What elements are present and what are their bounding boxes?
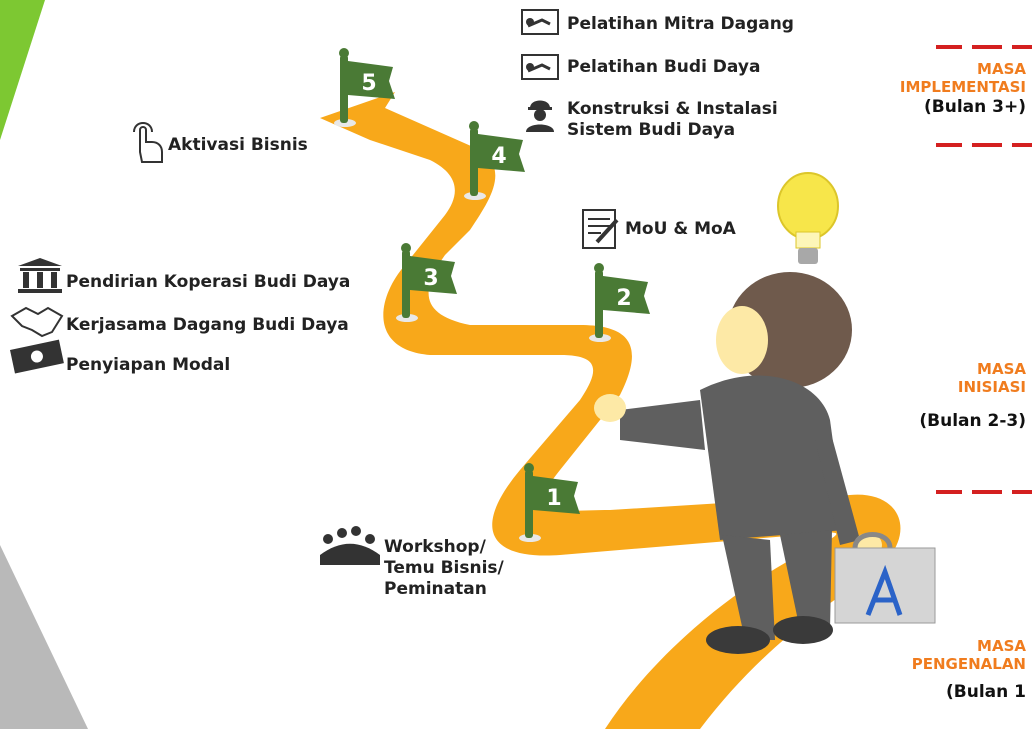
phase-dashes bbox=[936, 45, 1032, 494]
step-2-label: MoU & MoA bbox=[625, 219, 736, 239]
money-icon bbox=[10, 339, 64, 374]
flag-number: 3 bbox=[423, 266, 438, 291]
handshake-icon bbox=[10, 306, 64, 338]
gray-corner-decoration bbox=[0, 545, 88, 729]
presentation-board-icon bbox=[521, 54, 559, 80]
workshop-people-icon bbox=[320, 526, 380, 565]
flag-1: 1 bbox=[519, 463, 580, 542]
flag-number: 5 bbox=[361, 71, 376, 96]
green-corner-decoration bbox=[0, 0, 45, 140]
flag-2: 2 bbox=[589, 263, 650, 342]
step-4-item-3: Konstruksi & Instalasi Sistem Budi Daya bbox=[567, 99, 778, 140]
flag-4: 4 bbox=[464, 121, 525, 200]
step-4-item-2: Pelatihan Budi Daya bbox=[567, 57, 761, 77]
lightbulb-icon bbox=[777, 172, 839, 264]
flag-number: 2 bbox=[616, 286, 631, 311]
flag-5: 5 bbox=[334, 48, 395, 127]
step-4-item-1: Pelatihan Mitra Dagang bbox=[567, 14, 794, 34]
step-1-label: Workshop/ Temu Bisnis/ Peminatan bbox=[384, 537, 504, 599]
presentation-board-icon bbox=[521, 9, 559, 35]
contract-pen-icon bbox=[582, 209, 619, 249]
bank-building-icon bbox=[18, 258, 62, 293]
flag-3: 3 bbox=[396, 243, 457, 322]
step-5-label: Aktivasi Bisnis bbox=[168, 135, 308, 155]
flag-number: 4 bbox=[491, 144, 506, 169]
phase-inisiasi: MASA INISIASI (Bulan 2-3) bbox=[919, 360, 1026, 431]
flag-number: 1 bbox=[546, 486, 561, 511]
construction-worker-icon bbox=[526, 100, 554, 132]
phase-implementasi: MASA IMPLEMENTASI (Bulan 3+) bbox=[899, 60, 1026, 117]
step-3-item-1: Pendirian Koperasi Budi Daya bbox=[66, 272, 351, 292]
pointer-hand-icon bbox=[133, 122, 163, 163]
phase-pengenalan: MASA PENGENALAN (Bulan 1 bbox=[911, 637, 1026, 702]
briefcase-icon bbox=[834, 532, 936, 624]
step-3-item-3: Penyiapan Modal bbox=[66, 355, 231, 375]
businessman-illustration bbox=[594, 272, 882, 654]
step-3-item-2: Kerjasama Dagang Budi Daya bbox=[66, 315, 349, 335]
